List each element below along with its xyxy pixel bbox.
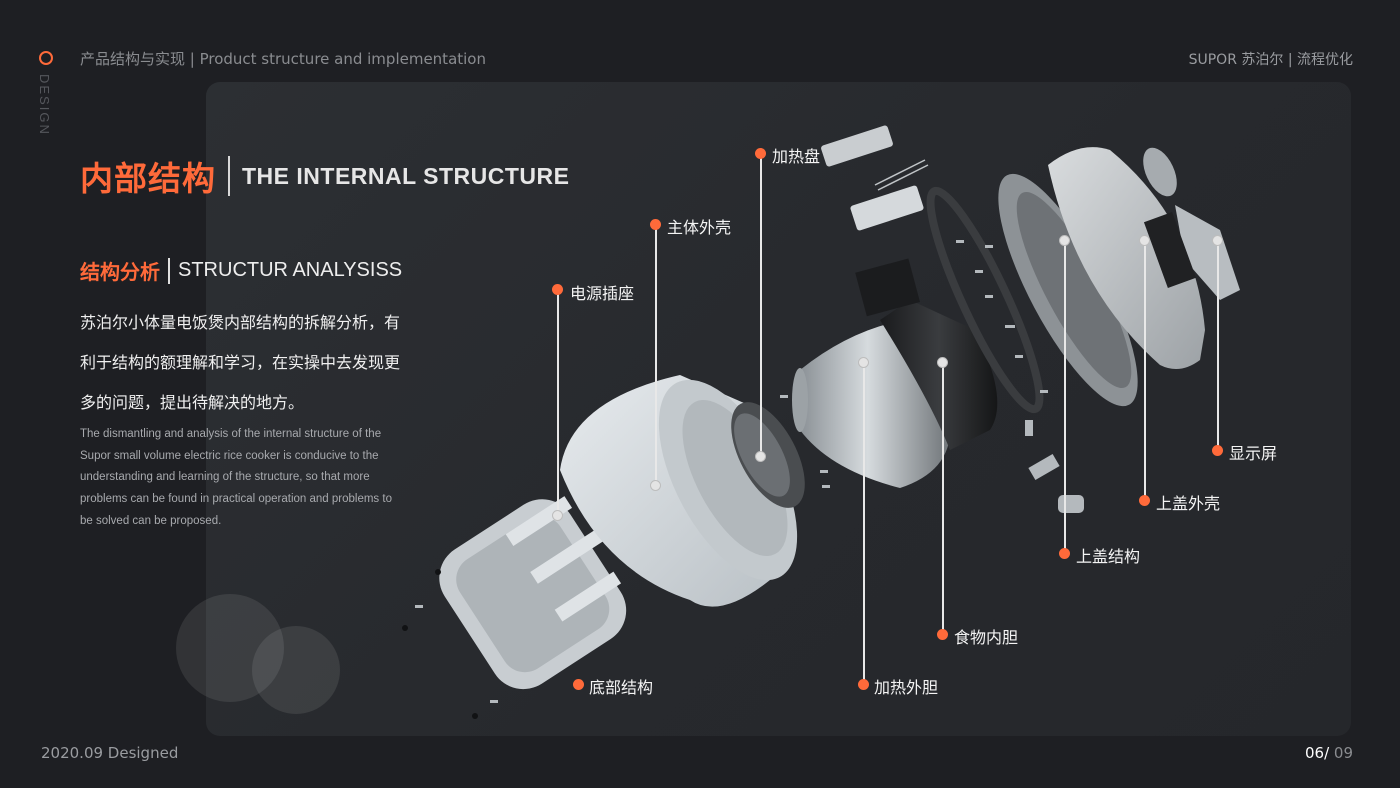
page-indicator: 06/ 09 <box>1305 744 1353 762</box>
description-en-line: be solved can be proposed. <box>80 514 222 527</box>
description-en: The dismantling and analysis of the inte… <box>80 424 425 533</box>
brand-vertical-text: DESIGN <box>37 74 52 136</box>
section-subtitle: 结构分析 STRUCTUR ANALYSISS <box>80 256 402 285</box>
decorative-circle <box>252 626 340 714</box>
leader-line <box>1217 240 1219 450</box>
anchor-dot <box>937 357 948 368</box>
anchor-dot <box>552 510 563 521</box>
brand-circle-icon <box>39 51 53 65</box>
callout-pin <box>858 679 869 690</box>
callout-pin <box>1212 445 1223 456</box>
description-en-line: The dismantling and analysis of the inte… <box>80 428 382 440</box>
leader-line <box>863 362 865 684</box>
callout-lid-shell: 上盖外壳 <box>1156 494 1221 513</box>
anchor-dot <box>1139 235 1150 246</box>
leader-line <box>1144 240 1146 501</box>
anchor-dot <box>1212 235 1223 246</box>
subtitle-en: STRUCTUR ANALYSISS <box>178 259 403 281</box>
decorative-circle <box>176 594 284 702</box>
inner-pot-part <box>880 300 998 450</box>
description-en-line: understanding and learning of the struct… <box>80 471 370 484</box>
callout-pin <box>937 629 948 640</box>
callout-inner-pot: 食物内胆 <box>954 628 1019 647</box>
callout-main-shell: 主体外壳 <box>667 218 732 237</box>
subtitle-divider <box>168 257 170 284</box>
page-total: 09 <box>1329 744 1353 762</box>
description-en-line: Supor small volume electric rice cooker … <box>80 449 379 462</box>
display-part <box>1143 147 1240 300</box>
callout-pin <box>573 679 584 690</box>
callout-pin <box>650 219 661 230</box>
bottom-structure-part <box>439 496 627 690</box>
anchor-dot <box>650 480 661 491</box>
callout-display: 显示屏 <box>1229 444 1278 463</box>
description-en-line: problems can be found in practical opera… <box>80 493 392 506</box>
subtitle-cn: 结构分析 <box>80 260 160 284</box>
anchor-dot <box>1059 235 1070 246</box>
callout-bottom-structure: 底部结构 <box>589 678 654 697</box>
page-title: 内部结构 THE INTERNAL STRUCTURE <box>80 152 569 200</box>
callout-pin <box>1139 495 1150 506</box>
callout-power-socket: 电源插座 <box>570 284 635 303</box>
description-cn-line: 多的问题，提出待解决的地方。 <box>80 393 305 412</box>
title-divider <box>228 156 230 196</box>
leader-line <box>1064 240 1066 554</box>
project-title: SUPOR 苏泊尔 | 流程优化 <box>1188 52 1353 68</box>
page-title-cn: 内部结构 <box>80 159 216 198</box>
callout-pin <box>552 284 563 295</box>
description-cn-line: 利于结构的额理解和学习，在实操中去发现更 <box>80 353 401 372</box>
callout-pin <box>1059 548 1070 559</box>
footer-date: 2020.09 Designed <box>41 744 179 762</box>
callout-heating-plate: 加热盘 <box>772 147 821 166</box>
lid-shell-part <box>1048 147 1205 369</box>
section-title: 产品结构与实现 | Product structure and implemen… <box>80 50 486 68</box>
page-title-en: THE INTERNAL STRUCTURE <box>242 162 570 189</box>
leader-line <box>760 153 762 456</box>
leader-line <box>942 362 944 634</box>
description-cn: 苏泊尔小体量电饭煲内部结构的拆解分析，有 利于结构的额理解和学习，在实操中去发现… <box>80 303 430 423</box>
callout-heating-outer-pot: 加热外胆 <box>874 678 939 697</box>
heating-plate-components <box>821 125 929 231</box>
description-cn-line: 苏泊尔小体量电饭煲内部结构的拆解分析，有 <box>80 313 401 332</box>
page-current: 06/ <box>1305 744 1330 762</box>
anchor-dot <box>858 357 869 368</box>
callout-pin <box>755 148 766 159</box>
leader-line <box>557 290 559 515</box>
callout-lid-structure: 上盖结构 <box>1076 547 1141 566</box>
leader-line <box>655 224 657 486</box>
anchor-dot <box>755 451 766 462</box>
